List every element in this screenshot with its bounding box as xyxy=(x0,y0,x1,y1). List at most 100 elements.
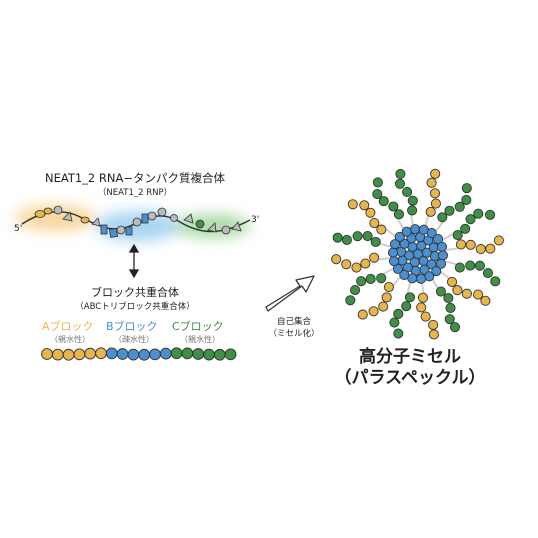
block-b-sub: （疎水性） xyxy=(114,335,154,344)
bead-a xyxy=(41,348,53,360)
micelle-corona-bead-c xyxy=(393,328,404,339)
micelle-corona-bead-c xyxy=(376,273,387,284)
micelle-corona-bead-c xyxy=(435,286,446,297)
protein-blue xyxy=(125,226,133,236)
micelle-linker xyxy=(445,247,458,252)
micelle-core-bead xyxy=(387,247,399,258)
micelle-core-bead xyxy=(389,256,400,267)
micelle-corona-bead-c xyxy=(356,276,367,287)
bead-b xyxy=(159,347,172,360)
micelle-corona-bead-a xyxy=(480,295,491,306)
micelle-core-bead xyxy=(436,241,447,252)
block-a-sub: （親水性） xyxy=(50,335,90,344)
micelle-corona-bead-c xyxy=(444,314,455,325)
bead-b xyxy=(127,348,140,361)
micelle-core-bead xyxy=(394,231,405,242)
micelle-core-bead xyxy=(428,242,439,253)
protein-yellow xyxy=(80,216,90,224)
protein-gray xyxy=(132,217,142,227)
micelle-linker xyxy=(439,270,451,280)
bead-b xyxy=(138,348,151,361)
micelle-corona-bead-c xyxy=(401,301,412,312)
micelle-linker xyxy=(431,277,439,290)
protein-gray xyxy=(221,225,231,235)
protein-gray xyxy=(147,211,157,221)
micelle-corona-bead-c xyxy=(449,322,461,333)
micelle-corona-bead-c xyxy=(437,212,448,223)
block-c-sub: （親水性） xyxy=(180,335,220,344)
micelle-corona-bead-c xyxy=(482,267,494,279)
micelle-corona-bead-a xyxy=(461,288,472,299)
micelle-corona-bead-c xyxy=(362,231,373,242)
micelle-corona-bead-c xyxy=(378,196,389,207)
micelle-corona-bead-c xyxy=(460,223,471,234)
micelle-linker xyxy=(385,228,397,238)
micelle-linker xyxy=(378,256,391,261)
micelle-corona-bead-a xyxy=(359,200,370,211)
micelle-corona-bead-c xyxy=(454,201,465,212)
rna-5-prime-label: 5' xyxy=(14,224,23,234)
rna-3-prime-label: 3' xyxy=(251,215,260,225)
micelle-linker xyxy=(397,218,405,231)
micelle-corona-bead-a xyxy=(369,252,380,263)
micelle-corona-bead-c xyxy=(452,230,463,241)
bead-c xyxy=(203,348,215,361)
block-a-label: Aブロック xyxy=(42,320,94,333)
micelle-subtitle: （パラスペックル） xyxy=(334,368,486,388)
protein-gray xyxy=(183,213,194,224)
micelle-corona-bead-a xyxy=(475,244,486,255)
micelle-corona-bead-c xyxy=(402,186,413,197)
bead-b xyxy=(149,348,161,361)
micelle-corona-bead-c xyxy=(407,195,418,206)
micelle-corona-bead-c xyxy=(473,208,484,219)
micelle-core-bead xyxy=(437,250,449,261)
micelle-corona-bead-c xyxy=(485,209,496,220)
micelle-corona-bead-c xyxy=(370,236,381,247)
micelle-title: 高分子ミセル xyxy=(359,347,461,367)
micelle-corona-bead-a xyxy=(452,285,463,296)
micelle-corona-bead-c xyxy=(393,209,404,220)
bead-c xyxy=(224,348,237,361)
micelle-corona-bead-a xyxy=(425,206,436,217)
micelle-core-bead xyxy=(401,226,412,237)
micelle-corona-bead-a xyxy=(357,309,368,320)
micelle-corona-bead-c xyxy=(372,188,383,200)
micelle-corona-bead-a xyxy=(473,289,484,300)
micelle-corona-bead-a xyxy=(378,301,389,312)
block-c-label: Cブロック xyxy=(172,320,224,333)
bead-a xyxy=(51,348,64,361)
protein-gray xyxy=(231,221,242,232)
protein-blue xyxy=(100,224,108,235)
protein-gray xyxy=(157,207,167,217)
micelle-corona-bead-a xyxy=(465,239,476,250)
micelle-corona-bead-a xyxy=(381,292,392,303)
copolymer-chain xyxy=(41,347,237,361)
micelle-corona-bead-c xyxy=(365,273,376,284)
micelle-corona-bead-c xyxy=(490,276,501,287)
micelle-linker xyxy=(434,221,444,233)
micelle-corona-bead-c xyxy=(352,231,363,242)
micelle-linker xyxy=(379,242,392,248)
protein-green xyxy=(195,219,205,229)
micelle-corona-bead-c xyxy=(388,201,399,212)
micelle-corona-bead-c xyxy=(332,232,343,243)
micelle-corona-bead-a xyxy=(428,329,439,340)
micelle-corona-bead-c xyxy=(345,295,356,306)
micelle-corona-bead-a xyxy=(455,239,467,250)
micelle-corona-bead-a xyxy=(376,224,387,235)
bead-a xyxy=(62,348,75,361)
micelle-core-bead xyxy=(389,239,401,250)
micelle-corona-bead-c xyxy=(454,262,465,273)
micelle-corona-bead-c xyxy=(465,214,476,225)
micelle-corona-bead-a xyxy=(341,259,352,270)
micelle-corona-bead-a xyxy=(383,282,395,293)
micelle-corona-bead-c xyxy=(341,234,352,245)
micelle-linker xyxy=(410,214,415,227)
micelle xyxy=(331,168,504,340)
micelle-corona-bead-a xyxy=(420,311,431,322)
copolymer-subtitle: （ABCトリブロック共重合体） xyxy=(75,302,195,312)
block-b-label: Bブロック xyxy=(106,320,158,333)
micelle-corona-bead-c xyxy=(461,183,472,194)
self-assembly-sub: （ミセル化） xyxy=(268,329,320,339)
